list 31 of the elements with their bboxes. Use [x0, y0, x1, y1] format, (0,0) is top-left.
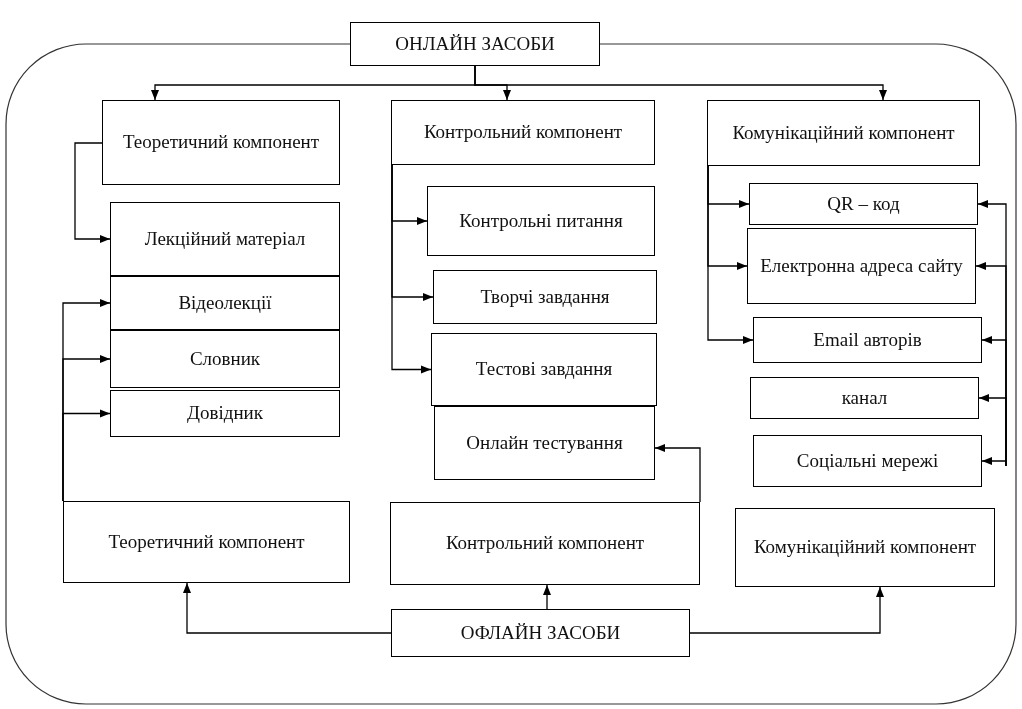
arrow: [981, 456, 1007, 467]
process-box: ОНЛАЙН ЗАСОБИ: [350, 22, 600, 66]
process-box: Теоретичний компонент: [63, 501, 350, 583]
arrow: [62, 409, 111, 502]
process-box: Відеолекції: [110, 276, 340, 330]
arrow: [689, 586, 885, 634]
process-box: Контрольний компонент: [391, 100, 655, 165]
process-box: Електронна адреса сайту: [747, 228, 976, 304]
process-box: Творчі завдання: [433, 270, 657, 324]
process-box: Контрольні питання: [427, 186, 655, 256]
process-box: Тестові завдання: [431, 333, 657, 406]
process-box: Довідник: [110, 390, 340, 437]
process-box: Соціальні мережі: [753, 435, 982, 487]
process-box: Комунікаційний компонент: [707, 100, 980, 166]
arrow: [654, 443, 701, 503]
process-box: Теоретичний компонент: [102, 100, 340, 185]
process-box: Лекційний матеріал: [110, 202, 340, 276]
process-box: Комунікаційний компонент: [735, 508, 995, 587]
arrow: [74, 142, 111, 244]
process-box: Онлайн тестування: [434, 406, 655, 480]
process-box: Словник: [110, 330, 340, 388]
process-box: ОФЛАЙН ЗАСОБИ: [391, 609, 690, 657]
arrow: [474, 65, 888, 101]
arrow: [391, 164, 432, 374]
process-box: канал: [750, 377, 979, 419]
process-box: Email авторів: [753, 317, 982, 363]
process-box: Контрольний компонент: [390, 502, 700, 585]
arrow: [182, 582, 392, 634]
arrow: [542, 584, 552, 610]
arrow: [707, 165, 754, 345]
process-box: QR – код: [749, 183, 978, 225]
